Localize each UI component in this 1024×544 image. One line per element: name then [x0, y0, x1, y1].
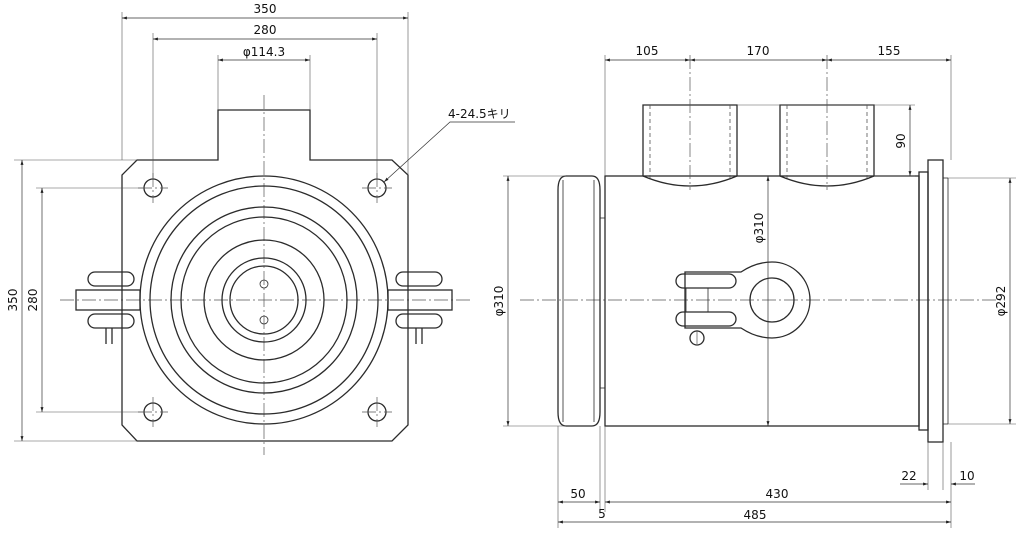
dim-port-spacing: 170 [747, 44, 770, 58]
flange-circle-3 [170, 206, 358, 394]
bolt-hole-callout: 4-24.5キリ [448, 107, 511, 121]
dim-bolt-spacing-width: 280 [254, 23, 277, 37]
small-mark-top [259, 279, 269, 289]
right-shackle [387, 271, 453, 344]
dim-flange-thickness: 10 [959, 469, 974, 483]
front-view: 350 280 φ114.3 4-24.5キリ 350 280 [6, 2, 515, 455]
dim-flange-offset: 22 [901, 469, 916, 483]
left-shackle [75, 271, 141, 344]
dim-total-length: 485 [744, 508, 767, 522]
flange-circle-4 [180, 216, 348, 384]
dim-flange-diameter: φ292 [994, 286, 1008, 317]
flange-plate [927, 159, 944, 443]
side-shackle [675, 261, 811, 346]
dim-port-diameter: φ114.3 [243, 45, 285, 59]
dim-bolt-spacing-height: 280 [26, 289, 40, 312]
dim-cap-length: 50 [570, 487, 585, 501]
port-1 [642, 104, 738, 187]
dim-port-height: 90 [894, 133, 908, 148]
flange-circle-5 [203, 239, 325, 361]
dim-inner-diameter: φ310 [752, 213, 766, 244]
flange-circle-2 [149, 185, 379, 415]
small-mark-bottom [259, 315, 269, 325]
flange-ring [918, 171, 929, 431]
dim-overall-height: 350 [6, 289, 20, 312]
dim-overall-width: 350 [254, 2, 277, 16]
port-2 [779, 104, 875, 187]
dim-gap: 5 [598, 507, 606, 521]
end-cap [557, 175, 601, 427]
dim-port2-to-end: 155 [878, 44, 901, 58]
dim-cylinder-diameter: φ310 [492, 286, 506, 317]
bore-circle-outer [221, 257, 307, 343]
side-view: 105 170 155 90 φ310 φ310 φ292 50 5 430 4… [492, 44, 1016, 528]
base-plate [121, 109, 409, 442]
bore-circle-inner [229, 265, 299, 335]
dim-port1-offset: 105 [636, 44, 659, 58]
spacer [599, 217, 606, 389]
dim-body-length: 430 [766, 487, 789, 501]
